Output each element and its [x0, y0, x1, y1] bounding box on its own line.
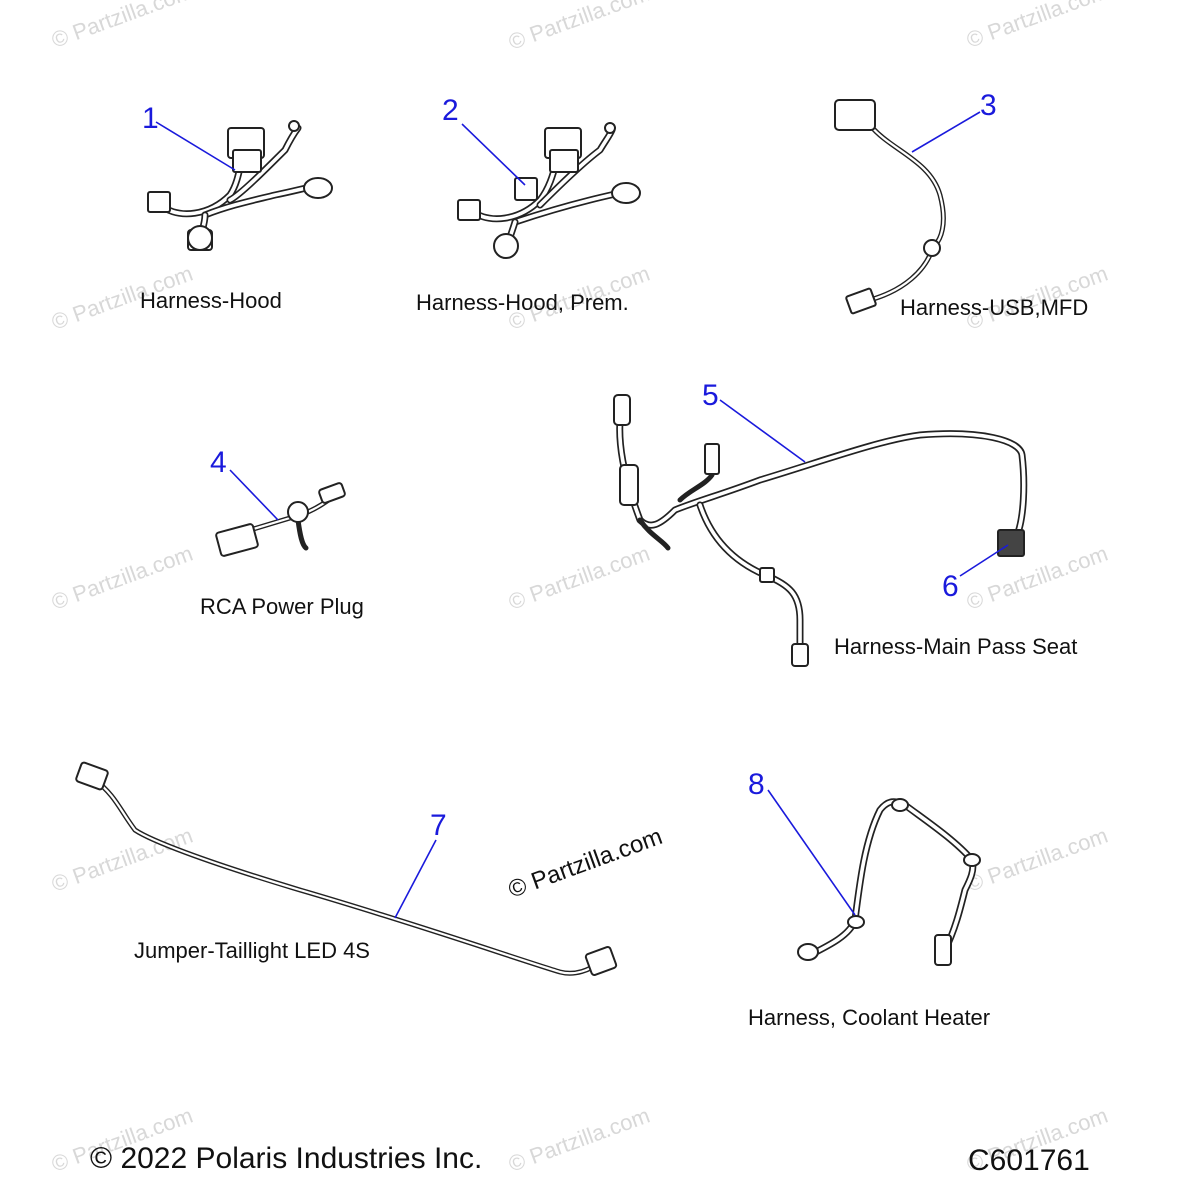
part-8-harness-coolant-heater — [797, 798, 981, 966]
watermark: © Partzilla.com — [48, 0, 196, 53]
drawing-code: C601761 — [968, 1144, 1090, 1177]
callout-3: 3 — [980, 89, 997, 122]
callout-6: 6 — [942, 570, 959, 603]
caption-8: Harness, Coolant Heater — [748, 1005, 990, 1030]
leader-line — [719, 399, 806, 463]
callout-1: 1 — [142, 102, 159, 135]
leader-line — [767, 789, 856, 916]
watermark: © Partzilla.com — [963, 541, 1111, 615]
watermark: © Partzilla.com — [505, 1103, 653, 1177]
copyright: © 2022 Polaris Industries Inc. — [90, 1142, 482, 1175]
watermark: © Partzilla.com — [48, 823, 196, 897]
watermark: © Partzilla.com — [48, 541, 196, 615]
leader-line — [394, 839, 437, 919]
callout-8: 8 — [748, 768, 765, 801]
part-4-rca-power-plug — [215, 482, 346, 557]
leader-line — [959, 544, 1009, 577]
watermark: © Partzilla.com — [505, 541, 653, 615]
leader-line — [461, 123, 526, 186]
leader-line — [155, 121, 236, 171]
watermark-center: © Partzilla.com — [505, 823, 666, 904]
callout-2: 2 — [442, 94, 459, 127]
leader-line — [229, 469, 279, 521]
callout-4: 4 — [210, 446, 227, 479]
callout-5: 5 — [702, 379, 719, 412]
caption-3: Harness-USB,MFD — [900, 295, 1088, 320]
watermark: © Partzilla.com — [963, 0, 1111, 53]
caption-2: Harness-Hood, Prem. — [416, 290, 629, 315]
leader-line — [911, 111, 981, 153]
callout-7: 7 — [430, 809, 447, 842]
watermark: © Partzilla.com — [505, 0, 653, 55]
part-3-harness-usb — [834, 99, 946, 315]
watermark: © Partzilla.com — [963, 823, 1111, 897]
caption-1: Harness-Hood — [140, 288, 282, 313]
part-5-harness-main-pass-seat — [613, 394, 1028, 667]
caption-5: Harness-Main Pass Seat — [834, 634, 1077, 659]
caption-4: RCA Power Plug — [200, 594, 364, 619]
caption-7: Jumper-Taillight LED 4S — [134, 938, 370, 963]
part-1-harness-hood — [147, 120, 333, 251]
part-7-jumper-taillight — [75, 761, 618, 976]
part-2-harness-hood-prem — [457, 122, 641, 259]
